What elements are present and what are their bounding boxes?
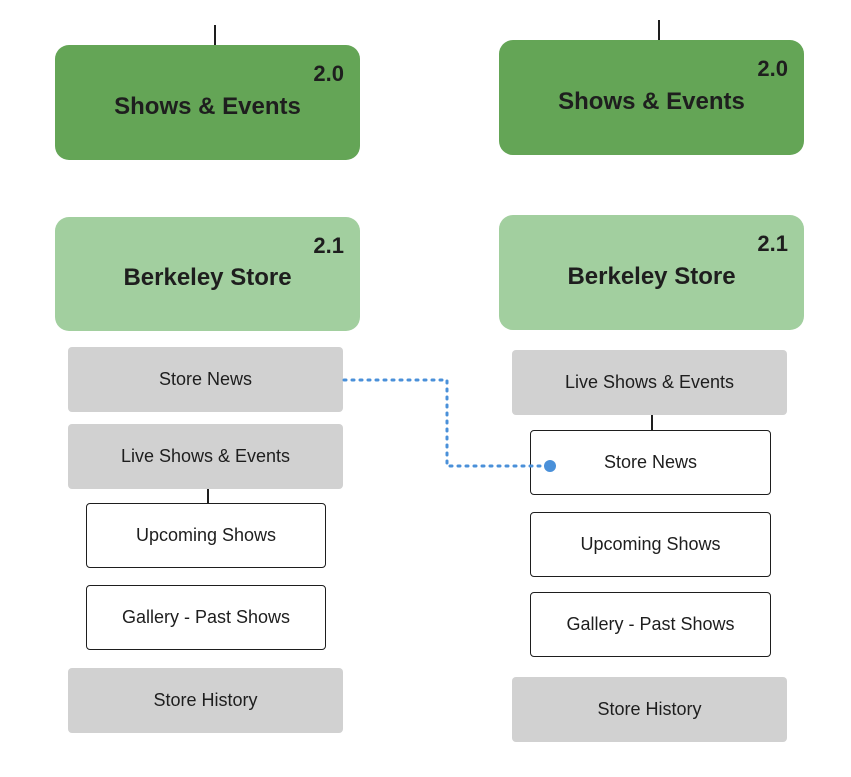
left-live-shows-label: Live Shows & Events: [120, 446, 291, 466]
right-live-shows-connector: [651, 415, 653, 431]
right-live-shows-box[interactable]: Live Shows & Events: [512, 350, 787, 415]
left-live-shows-connector: [207, 489, 209, 504]
left-section-number: 2.0: [313, 61, 344, 86]
left-upcoming-shows-box[interactable]: Upcoming Shows: [86, 503, 326, 568]
right-upcoming-shows-label: Upcoming Shows: [580, 534, 721, 554]
left-store-history-label: Store History: [153, 690, 258, 710]
left-subsection-number: 2.1: [313, 233, 344, 258]
right-store-history-label: Store History: [597, 699, 702, 719]
left-top-connector-line: [214, 25, 216, 45]
right-subsection-berkeley-store[interactable]: 2.1 Berkeley Store: [499, 215, 804, 330]
right-gallery-past-shows-box[interactable]: Gallery - Past Shows: [530, 592, 771, 657]
left-section-shows-events[interactable]: 2.0 Shows & Events: [55, 45, 360, 160]
left-store-news-box[interactable]: Store News: [68, 347, 343, 412]
right-store-news-label: Store News: [603, 452, 698, 472]
right-section-shows-events[interactable]: 2.0 Shows & Events: [499, 40, 804, 155]
left-store-news-label: Store News: [158, 369, 253, 389]
left-live-shows-box[interactable]: Live Shows & Events: [68, 424, 343, 489]
right-section-number: 2.0: [757, 56, 788, 81]
right-live-shows-label: Live Shows & Events: [564, 372, 735, 392]
left-gallery-past-shows-box[interactable]: Gallery - Past Shows: [86, 585, 326, 650]
right-subsection-title: Berkeley Store: [567, 262, 736, 290]
right-gallery-past-shows-label: Gallery - Past Shows: [566, 614, 735, 634]
left-section-title: Shows & Events: [114, 92, 301, 120]
left-gallery-past-shows-label: Gallery - Past Shows: [121, 607, 291, 627]
left-store-history-box[interactable]: Store History: [68, 668, 343, 733]
right-upcoming-shows-box[interactable]: Upcoming Shows: [530, 512, 771, 577]
right-subsection-number: 2.1: [757, 231, 788, 256]
left-upcoming-shows-label: Upcoming Shows: [135, 525, 277, 545]
left-subsection-berkeley-store[interactable]: 2.1 Berkeley Store: [55, 217, 360, 331]
right-section-title: Shows & Events: [558, 87, 745, 115]
left-subsection-title: Berkeley Store: [123, 264, 292, 291]
right-top-connector-line: [658, 20, 660, 40]
right-store-news-box[interactable]: Store News: [530, 430, 771, 495]
right-store-history-box[interactable]: Store History: [512, 677, 787, 742]
